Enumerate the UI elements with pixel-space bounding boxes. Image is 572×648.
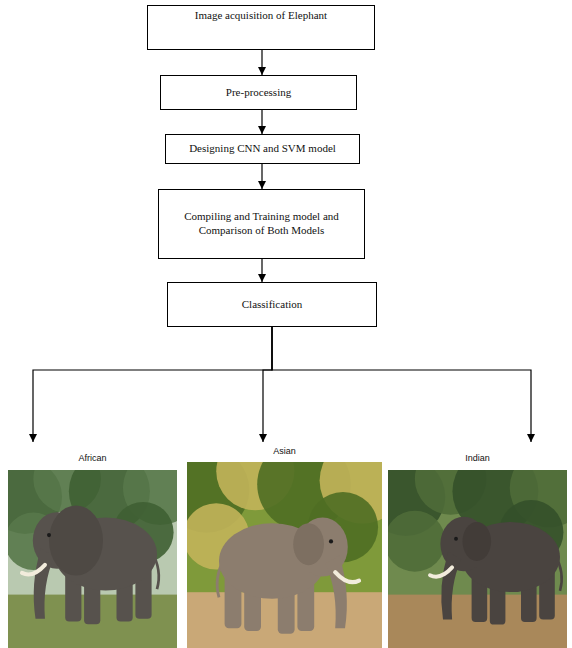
process-box: Image acquisition of Elephant [147, 5, 375, 50]
process-box: Classification [167, 282, 377, 327]
box-label: Image acquisition of Elephant [195, 9, 327, 23]
connector-arrow [261, 259, 262, 282]
photo-label: African [8, 454, 177, 464]
foliage [388, 511, 445, 572]
photo-panel: Indian [388, 442, 567, 648]
process-box: Compiling and Training model and Compari… [158, 189, 365, 259]
photo-panel: African [8, 442, 177, 648]
connector-arrow [261, 50, 262, 75]
photo-label: Indian [388, 454, 567, 464]
connector-arrow [272, 327, 531, 442]
box-label: Classification [242, 298, 303, 312]
connector-arrow [261, 164, 262, 189]
photo-panel: Asian [187, 442, 382, 648]
elephant [22, 505, 159, 624]
connector-arrow [261, 110, 262, 134]
elephant-photo [367, 443, 572, 648]
elephant-photo [164, 432, 406, 648]
box-label: Designing CNN and SVM model [189, 142, 336, 156]
connector-arrow [263, 327, 272, 442]
elephant-photo [0, 445, 197, 648]
elephant [430, 517, 562, 625]
box-label: Pre-processing [226, 86, 291, 100]
photo-label: Asian [187, 447, 382, 457]
connector-arrow [33, 327, 272, 442]
process-box: Designing CNN and SVM model [165, 134, 360, 164]
elephant [217, 518, 359, 634]
box-label: Compiling and Training model and Compari… [165, 210, 358, 238]
process-box: Pre-processing [160, 75, 357, 110]
